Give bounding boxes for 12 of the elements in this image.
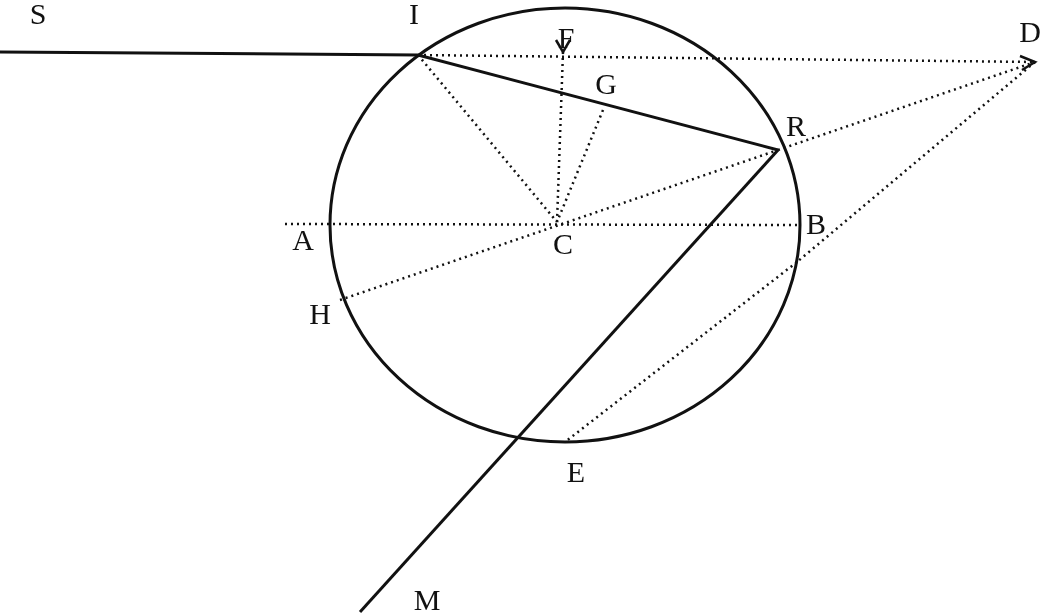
point-label: B <box>806 209 826 239</box>
point-label: M <box>413 585 441 615</box>
point-label: A <box>292 225 314 255</box>
point-label: D <box>1019 17 1041 47</box>
point-label: S <box>29 0 47 29</box>
point-label: C <box>553 229 573 259</box>
point-label: E <box>566 457 586 487</box>
point-label: I <box>409 0 419 29</box>
point-label: F <box>557 23 575 53</box>
point-label: R <box>786 111 806 141</box>
point-label: H <box>309 299 331 329</box>
point-label: G <box>595 69 617 99</box>
